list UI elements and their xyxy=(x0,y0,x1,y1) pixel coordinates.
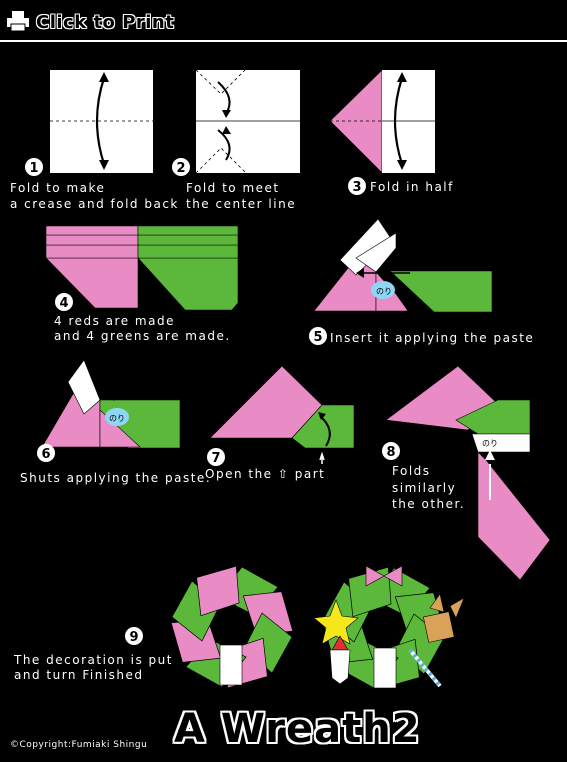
step4-caption-line1: 4 reds are made xyxy=(54,314,175,328)
step7-caption-line1: Open the ⇧ part xyxy=(205,467,326,481)
paste-label-step6: のり xyxy=(109,414,125,423)
candy-cane-stripes xyxy=(408,648,442,688)
wreath-decorated xyxy=(313,565,465,690)
step-number-5: 5 xyxy=(309,327,327,345)
step-number-4: 4 xyxy=(55,293,73,311)
page-title: A Wreath2 xyxy=(174,706,421,752)
copyright-text: ©Copyright:Fumiaki Shingu xyxy=(10,740,148,750)
print-label: Click to Print xyxy=(36,12,175,33)
step3-caption-line1: Fold in half xyxy=(370,180,454,194)
svg-text:9: 9 xyxy=(129,630,138,645)
dog-ear xyxy=(429,593,445,613)
step-number-9: 9 xyxy=(125,627,143,645)
svg-text:8: 8 xyxy=(386,445,395,460)
star-ornament xyxy=(313,599,359,645)
santa-face xyxy=(329,649,351,685)
wreath-module xyxy=(348,566,392,618)
paste-label-step8: のり xyxy=(482,439,498,448)
svg-text:2: 2 xyxy=(176,161,185,176)
svg-text:6: 6 xyxy=(41,447,50,462)
step2-caption-line1: Fold to meet xyxy=(186,181,280,195)
wreath-finished xyxy=(170,565,294,689)
step8-caption-line3: the other. xyxy=(392,497,466,511)
svg-text:3: 3 xyxy=(352,180,361,195)
step6-caption-line1: Shuts applying the paste. xyxy=(20,471,212,485)
step4-caption-line2: and 4 greens are made. xyxy=(54,329,231,343)
wreath-tab xyxy=(219,644,243,686)
bow-right xyxy=(383,565,403,587)
wreath-module xyxy=(242,591,294,635)
step2-caption-line2: the center line xyxy=(186,197,297,211)
step9-caption-line2: and turn Finished xyxy=(14,668,144,682)
svg-text:4: 4 xyxy=(59,296,68,311)
print-button[interactable]: Click to Print xyxy=(0,0,567,44)
paste-label-step5: のり xyxy=(376,287,392,296)
wreath-tab xyxy=(373,647,397,689)
printer-icon xyxy=(7,11,29,32)
step-number-6: 6 xyxy=(37,444,55,462)
step1-caption-line2: a crease and fold back xyxy=(10,197,179,211)
svg-text:5: 5 xyxy=(313,330,322,345)
step7-diagram xyxy=(209,365,355,464)
step8-caption-line2: similarly xyxy=(392,481,457,495)
header-divider xyxy=(0,40,567,42)
step1-diagram xyxy=(50,70,153,173)
step-number-7: 7 xyxy=(207,448,225,466)
bow-left xyxy=(365,565,385,587)
step5-caption-line1: Insert it applying the paste xyxy=(330,331,535,345)
step8-diagram xyxy=(385,365,551,581)
wreath-module xyxy=(196,565,240,617)
step-number-3: 3 xyxy=(348,177,366,195)
step-number-2: 2 xyxy=(172,158,190,176)
dog-ornament xyxy=(423,611,455,643)
step8-caption-line1: Folds xyxy=(392,464,431,478)
svg-text:7: 7 xyxy=(211,451,220,466)
step9-caption-line1: The decoration is put xyxy=(14,653,173,667)
step3-diagram xyxy=(329,69,435,174)
step5-diagram xyxy=(313,218,493,313)
svg-text:1: 1 xyxy=(29,161,38,176)
step2-diagram xyxy=(195,69,300,174)
step-number-8: 8 xyxy=(382,442,400,460)
step1-caption-line1: Fold to make xyxy=(10,181,106,195)
step6-diagram xyxy=(41,359,181,449)
step-number-1: 1 xyxy=(25,158,43,176)
wreath-module xyxy=(170,619,222,663)
step4-diagram xyxy=(45,225,239,311)
dog-ear-right xyxy=(449,597,465,619)
